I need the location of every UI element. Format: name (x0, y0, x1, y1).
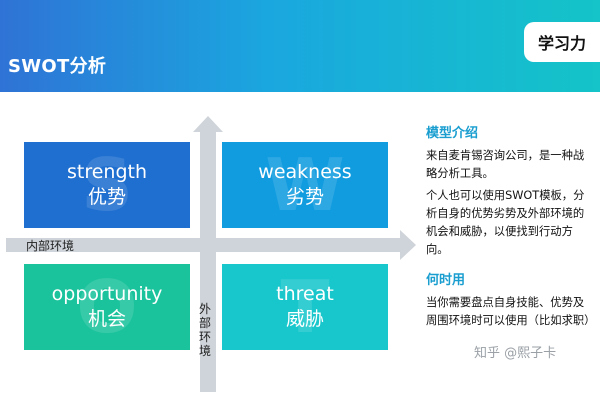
horizontal-axis (6, 238, 402, 252)
vertical-axis-arrow (193, 116, 223, 132)
quadrant-opportunity: O opportunity 机会 (24, 264, 190, 350)
quadrant-zh-label: 威胁 (285, 308, 324, 330)
intro-paragraph-1: 来自麦肯锡咨询公司，是一种战略分析工具。 (426, 149, 585, 180)
header-banner: SWOT分析 (0, 0, 600, 92)
quadrant-weakness: W weakness 劣势 (222, 142, 388, 228)
when-paragraph: 当你需要盘点自身技能、优势及周围环境时可以使用（比如求职） (426, 296, 596, 327)
quadrant-en-label: threat (276, 283, 334, 305)
quadrant-strength: S strength 优势 (24, 142, 190, 228)
quadrant-letter: T (280, 265, 330, 349)
internal-environment-label: 内部环境 (26, 239, 75, 253)
quadrant-letter: W (265, 143, 345, 227)
quadrant-zh-label: 机会 (87, 308, 126, 330)
horizontal-axis-arrow (400, 230, 416, 260)
intro-paragraph-2: 个人也可以使用SWOT模板，分析自身的优势劣势及外部环境的机会和威胁，以便找到行… (426, 189, 585, 256)
intro-heading: 模型介绍 (426, 126, 479, 141)
badge-label: 学习力 (524, 22, 600, 62)
page-title: SWOT分析 (8, 56, 107, 77)
quadrant-threat: T threat 威胁 (222, 264, 388, 350)
quadrant-zh-label: 优势 (87, 186, 126, 208)
quadrant-en-label: strength (66, 161, 148, 183)
external-environment-label: 外部环境 (198, 302, 211, 358)
quadrant-en-label: weakness (258, 161, 352, 183)
when-section: 何时用 当你需要盘点自身技能、优势及周围环境时可以使用（比如求职） (426, 269, 596, 330)
quadrant-letter: O (76, 265, 138, 349)
vertical-axis (200, 130, 216, 392)
header-curve (0, 92, 600, 116)
when-heading: 何时用 (426, 273, 466, 288)
quadrant-zh-label: 劣势 (285, 186, 324, 208)
quadrant-en-label: opportunity (51, 283, 163, 305)
watermark: 知乎 @熙子卡 (474, 346, 557, 361)
description-panel: 模型介绍 来自麦肯锡咨询公司，是一种战略分析工具。 个人也可以使用SWOT模板，… (426, 122, 596, 334)
quadrant-letter: S (81, 143, 133, 227)
